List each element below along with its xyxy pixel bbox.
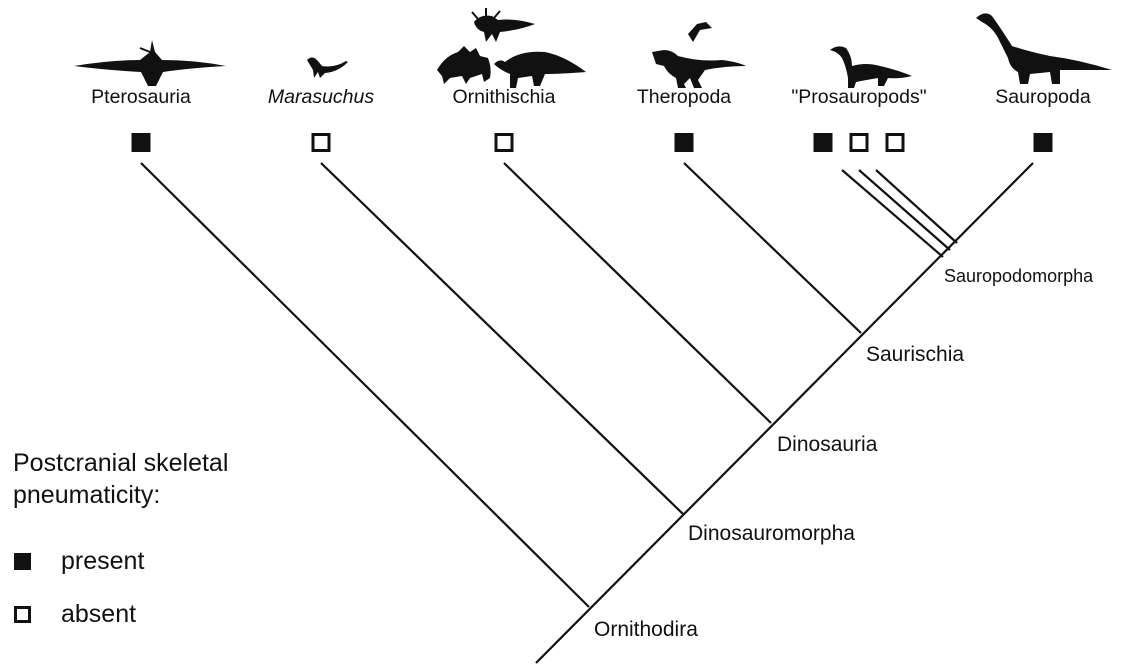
branch-theropoda — [684, 163, 861, 333]
taxon-label: Pterosauria — [91, 86, 191, 109]
pneumaticity-marker-present — [675, 133, 694, 152]
branch-marasuchus — [321, 163, 683, 514]
sauropod-silhouette-icon — [976, 13, 1112, 84]
branch-prosauropod-2 — [859, 170, 950, 250]
legend-absent: absent — [14, 600, 136, 629]
clade-label-sauropodomorpha: Sauropodomorpha — [944, 266, 1093, 287]
legend-title-line-1: Postcranial skeletal — [13, 447, 228, 479]
pneumaticity-markers — [132, 133, 1053, 152]
open-square-icon — [14, 606, 31, 623]
taxon-label: Marasuchus — [268, 86, 374, 109]
legend-present-label: present — [61, 547, 144, 576]
clade-label-dinosauria: Dinosauria — [777, 433, 877, 457]
filled-square-icon — [14, 553, 31, 570]
clade-label-saurischia: Saurischia — [866, 343, 964, 367]
branch-prosauropod-1 — [842, 170, 943, 257]
taxon-label: Ornithischia — [453, 86, 556, 109]
branch-prosauropod-3 — [876, 170, 957, 243]
pneumaticity-marker-absent — [496, 135, 512, 151]
prosauropod-silhouette-icon — [830, 46, 912, 88]
cladogram-branches — [141, 163, 1033, 663]
taxon-label: Sauropoda — [995, 86, 1090, 109]
pneumaticity-marker-present — [814, 133, 833, 152]
pneumaticity-marker-absent — [851, 135, 867, 151]
clade-label-ornithodira: Ornithodira — [594, 618, 698, 642]
ornithischian-silhouettes-icon — [437, 8, 586, 88]
stem-branch — [536, 163, 1033, 663]
taxon-label: "Prosauropods" — [791, 86, 926, 109]
branch-ornithischia — [504, 163, 771, 423]
pneumaticity-marker-present — [1034, 133, 1053, 152]
legend-present: present — [14, 547, 144, 576]
clade-label-dinosauromorpha: Dinosauromorpha — [688, 522, 855, 546]
branch-pterosauria — [141, 163, 589, 607]
pneumaticity-marker-absent — [887, 135, 903, 151]
taxon-label: Theropoda — [637, 86, 731, 109]
marasuchus-silhouette-icon — [307, 58, 348, 79]
legend-absent-label: absent — [61, 600, 136, 629]
legend-title: Postcranial skeletal pneumaticity: — [13, 447, 228, 511]
pneumaticity-marker-absent — [313, 135, 329, 151]
pneumaticity-marker-present — [132, 133, 151, 152]
theropod-silhouette-icon — [652, 22, 746, 88]
pterosaur-silhouette-icon — [74, 40, 226, 86]
legend-title-line-2: pneumaticity: — [13, 479, 228, 511]
